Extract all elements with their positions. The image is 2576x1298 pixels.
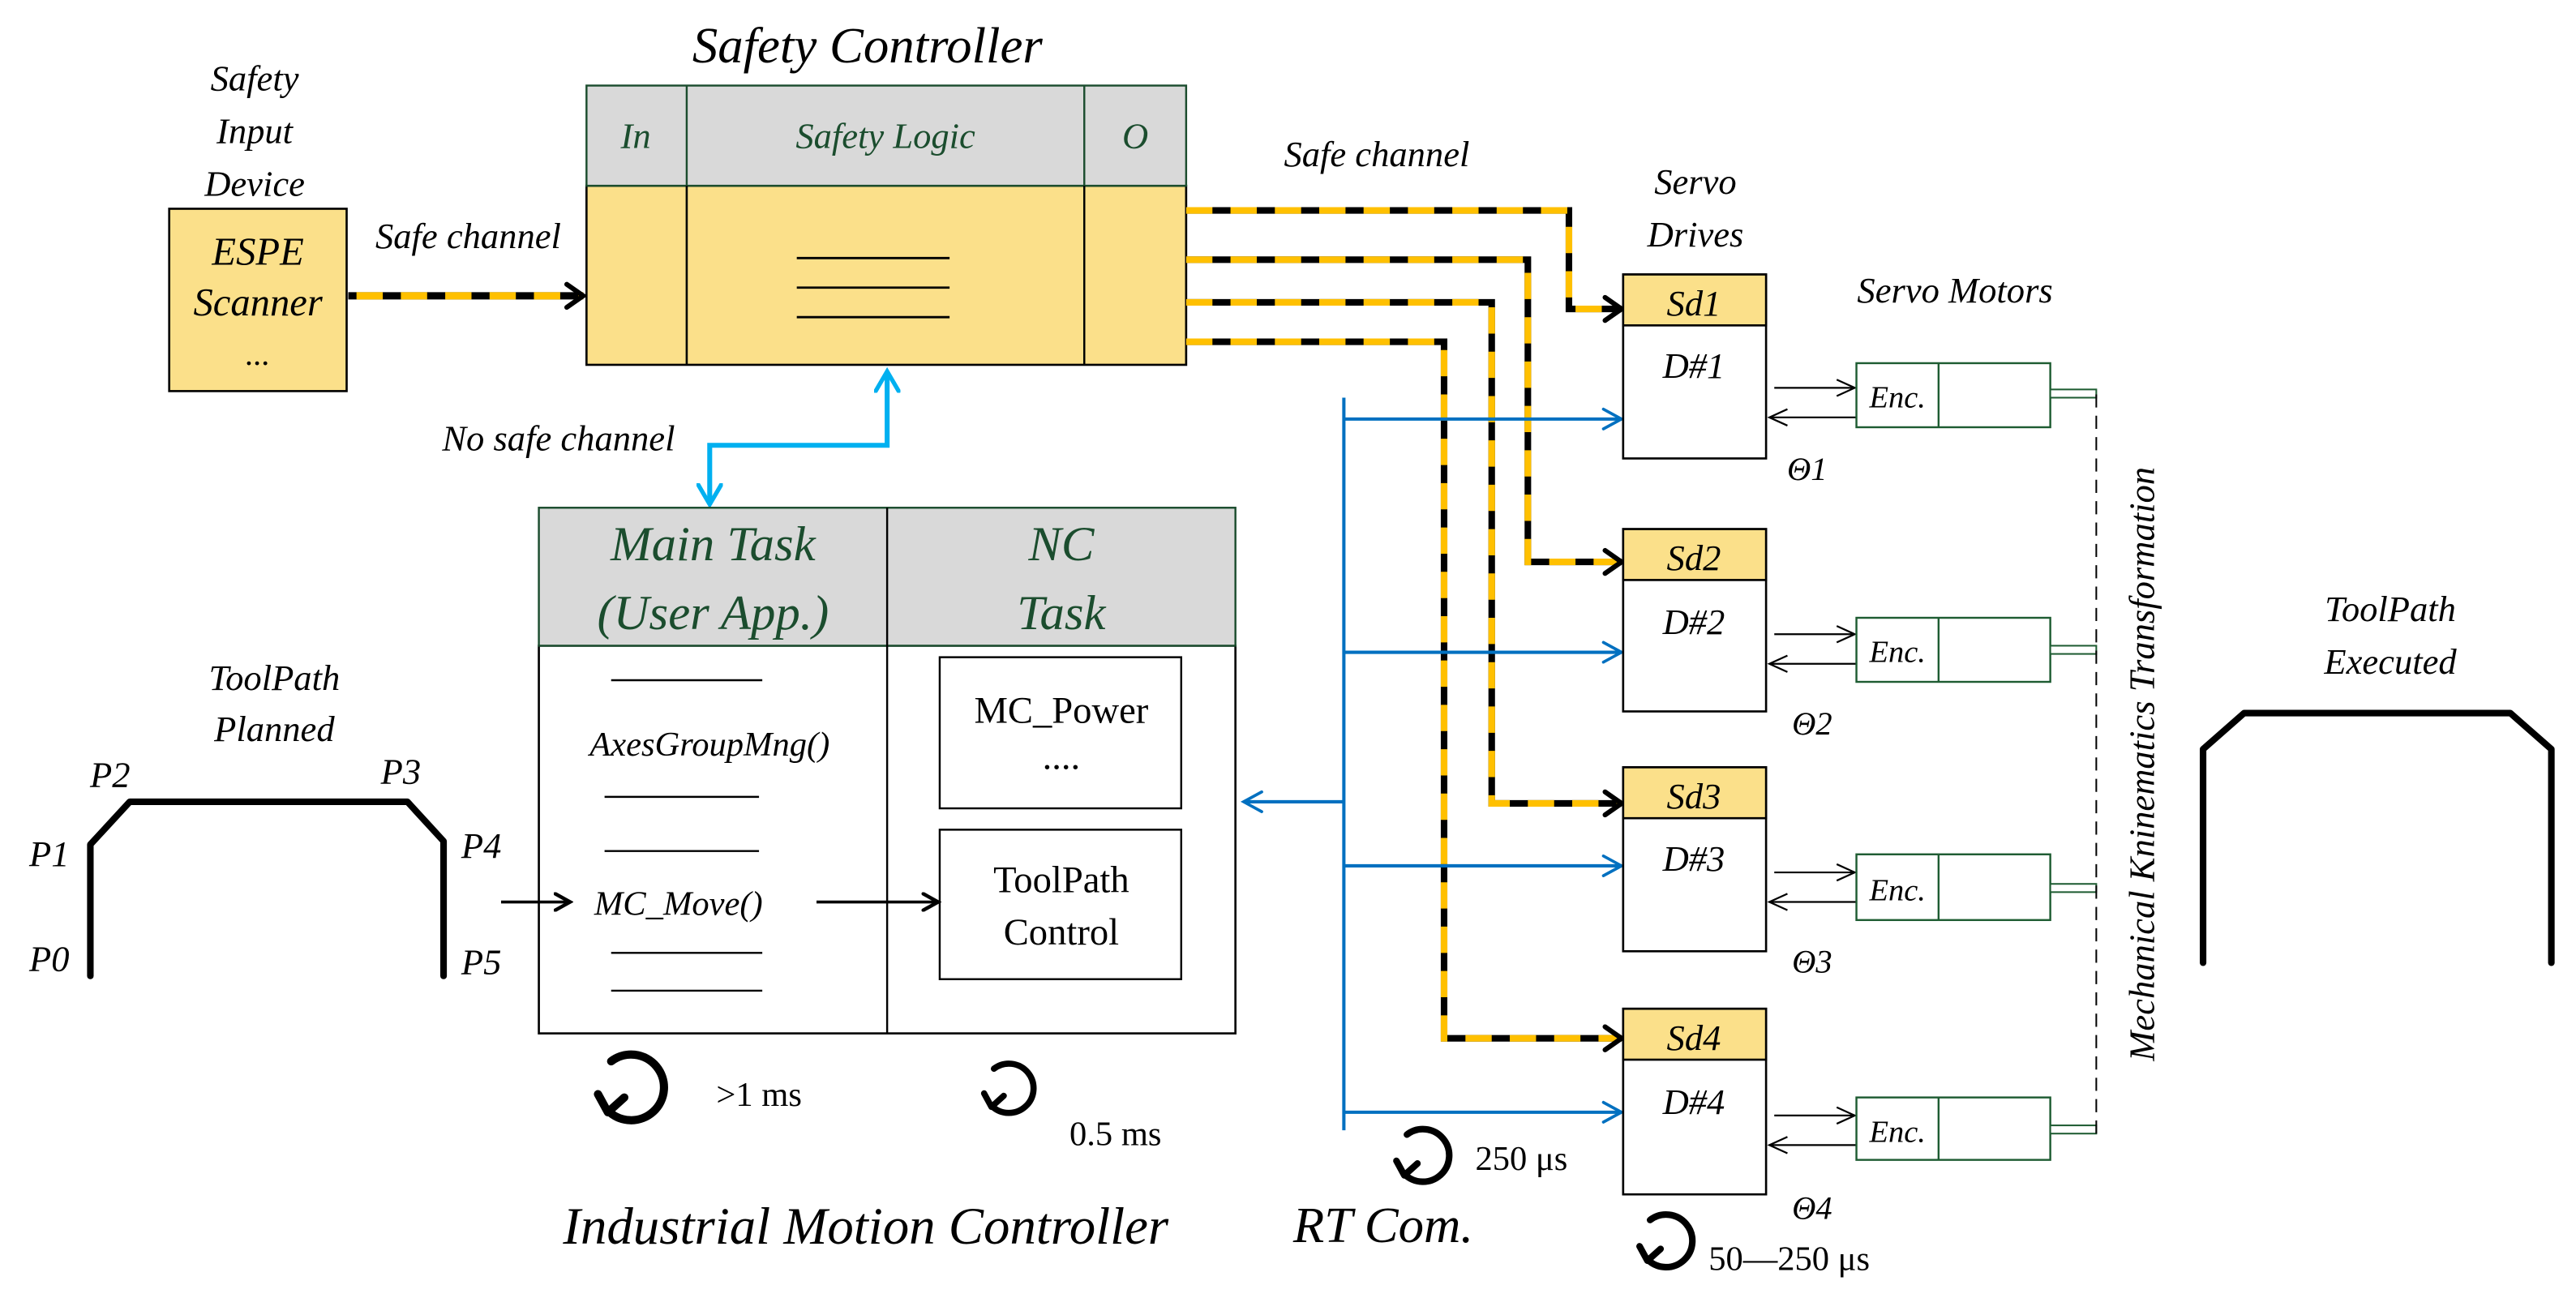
espe-label: ESPE — [211, 229, 303, 273]
safety-drive-label: Sd1 — [1667, 283, 1721, 323]
col-in-label: In — [620, 116, 651, 156]
servo-motors-label: Servo Motors — [1857, 270, 2052, 311]
mc-power-block[interactable] — [938, 656, 1183, 810]
motion-controller-title: Industrial Motion Controller — [562, 1197, 1169, 1256]
no-safe-channel-label: No safe channel — [441, 418, 675, 458]
safety-drive-label: Sd3 — [1667, 776, 1721, 816]
drive-label: D#3 — [1662, 838, 1725, 879]
safety-controller-title: Safety Controller — [692, 17, 1044, 74]
cycle-icon-drive — [1636, 1211, 1696, 1270]
drive-label: D#4 — [1662, 1082, 1725, 1122]
toolpath-planned-label-1: ToolPath — [208, 658, 340, 698]
rt-com-bus — [1240, 397, 1625, 1131]
safety-input-label-2: Input — [216, 110, 294, 151]
point-p2: P2 — [89, 755, 131, 795]
cycle-icon-rt — [1393, 1125, 1453, 1185]
rt-com-label: RT Com. — [1292, 1197, 1473, 1253]
nc-task-title-1: NC — [1027, 517, 1095, 572]
safety-drive-label: Sd4 — [1667, 1017, 1721, 1058]
safe-channel-input-label: Safe channel — [375, 216, 561, 256]
motion-controller: Main Task (User App.) NC Task AxesGroupM… — [500, 507, 1237, 1035]
ellipsis-label: ... — [246, 336, 270, 372]
col-logic-label: Safety Logic — [795, 116, 975, 156]
servo-drive-3[interactable]: Sd3 D#3 — [1622, 766, 1768, 953]
point-p4: P4 — [461, 825, 502, 866]
encoder-label: Enc. — [1868, 1115, 1925, 1149]
nc-task-title-2: Task — [1017, 586, 1106, 640]
espe-box[interactable] — [168, 208, 348, 392]
safe-channel-to-sd3 — [1185, 298, 1622, 803]
safety-drive-header — [1622, 1007, 1768, 1061]
point-p1: P1 — [28, 833, 70, 874]
angle-theta-1: Θ1 — [1787, 451, 1828, 487]
cycle-drive-label: 50—250 μs — [1708, 1240, 1870, 1278]
safe-channel-to-sd4 — [1185, 338, 1622, 1039]
drive-label: D#1 — [1662, 345, 1725, 386]
cycle-main-label: >1 ms — [716, 1076, 802, 1114]
servo-drive-2[interactable]: Sd2 D#2 — [1622, 528, 1768, 713]
cycle-icon-main — [594, 1050, 668, 1125]
servo-motor-1[interactable]: Enc. — [1767, 362, 2098, 429]
drive-label: D#2 — [1662, 602, 1725, 642]
encoder-label: Enc. — [1868, 381, 1925, 415]
mc-power-more: .... — [1043, 735, 1081, 778]
toolpath-planned-label-2: Planned — [213, 709, 335, 749]
safety-input-device: Safety Input Device ESPE Scanner ... — [168, 58, 348, 392]
servo-motor-3[interactable]: Enc. — [1767, 853, 2098, 922]
servo-motor-4[interactable]: Enc. — [1767, 1096, 2098, 1161]
angle-theta-3: Θ3 — [1792, 944, 1832, 980]
toolpath-planned-line — [87, 798, 448, 979]
toolpath-planned: ToolPath Planned P0 P1 P2 P3 P4 P5 — [28, 658, 501, 983]
angle-theta-2: Θ2 — [1792, 705, 1832, 742]
safety-input-label-1: Safety — [211, 58, 299, 99]
toolpath-control-label-2: Control — [1004, 911, 1119, 953]
safety-drive-label: Sd2 — [1667, 538, 1721, 578]
toolpath-executed-label-1: ToolPath — [2325, 589, 2456, 629]
angle-theta-4: Θ4 — [1792, 1190, 1832, 1227]
servo-drives-label-1: Servo — [1654, 161, 1736, 202]
mc-power-label: MC_Power — [974, 690, 1148, 732]
kinematics-label: Mechanical Kninematics Transformation — [2121, 467, 2162, 1062]
safety-controller: In Safety Logic O — [585, 84, 1188, 366]
toolpath-executed-line — [2200, 709, 2555, 966]
axes-group-call: AxesGroupMng() — [587, 726, 829, 764]
point-p0: P0 — [28, 939, 70, 979]
scanner-label: Scanner — [193, 281, 323, 324]
servo-drive-1[interactable]: Sd1 D#1 — [1622, 273, 1768, 460]
cycle-icon-nc — [980, 1060, 1037, 1116]
no-safe-channel-arrow — [709, 371, 887, 504]
main-task-title-2: (User App.) — [597, 586, 829, 640]
safe-channel-to-sd1 — [1185, 207, 1622, 310]
encoder-label: Enc. — [1868, 874, 1925, 908]
safety-drive-header — [1622, 766, 1768, 820]
servo-drive-4[interactable]: Sd4 D#4 — [1622, 1007, 1768, 1196]
toolpath-control-label-1: ToolPath — [993, 859, 1129, 901]
col-out-label: O — [1122, 116, 1148, 156]
encoder-label: Enc. — [1868, 636, 1925, 670]
safety-drive-header — [1622, 273, 1768, 327]
servo-motor-2[interactable]: Enc. — [1767, 616, 2098, 683]
toolpath-executed: ToolPath Executed — [2200, 589, 2555, 966]
safe-channel-to-sd2 — [1185, 256, 1622, 562]
toolpath-control-block[interactable] — [938, 829, 1183, 980]
point-p5: P5 — [461, 942, 502, 983]
safety-drive-header — [1622, 528, 1768, 581]
cycle-rt-label: 250 μs — [1475, 1140, 1567, 1178]
cycle-nc-label: 0.5 ms — [1069, 1115, 1161, 1153]
main-task-title-1: Main Task — [610, 517, 817, 572]
mc-move-call: MC_Move() — [594, 885, 763, 923]
servo-drives-label-2: Drives — [1647, 214, 1744, 255]
safety-input-label-3: Device — [204, 163, 305, 203]
safe-channel-output-label: Safe channel — [1284, 134, 1469, 174]
toolpath-executed-label-2: Executed — [2323, 641, 2457, 682]
safety-controller-body[interactable] — [585, 184, 1188, 366]
point-p3: P3 — [380, 752, 422, 792]
